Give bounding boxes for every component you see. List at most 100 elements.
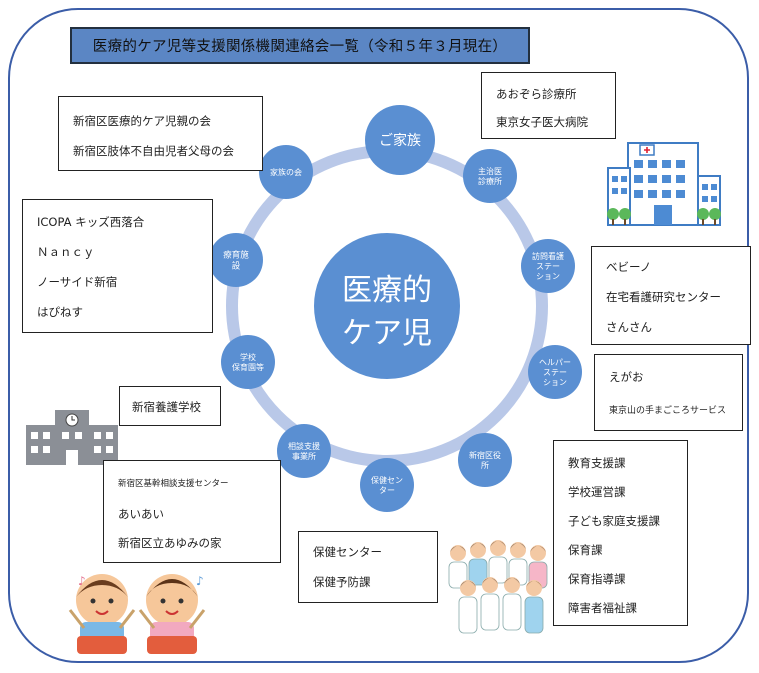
staff-figure-head [504, 577, 520, 593]
ring-node-family-assoc [259, 145, 313, 199]
helper-2: 東京山の手まごころサービス [609, 406, 727, 416]
children-drummers-illustration: ♪ ♪ [68, 574, 206, 654]
staff-figure-body [468, 558, 488, 586]
ring-node-clinic [463, 149, 517, 203]
staff-figure-hair [460, 581, 476, 587]
ring-nodes: ご家族主治医診療所訪問看護ステーションヘルパーステーション新宿区役所保健センター… [209, 105, 582, 512]
ring-node-rehab-label: 設 [232, 260, 241, 271]
parents-group-2: 新宿区肢体不自由児者父母の会 [73, 144, 234, 158]
consultation-1: 新宿区基幹相談支援センター [118, 479, 229, 489]
health-center-box: 保健センター 保健予防課 [298, 531, 438, 603]
ward-division-5: 保育指導課 [568, 572, 626, 586]
rehab-facility-4: はぴねす [37, 305, 83, 319]
health-center-2: 保健予防課 [313, 575, 371, 589]
staff-figure-head [470, 542, 486, 558]
ring-node-helper-label: ステー [543, 368, 567, 377]
ring-node-ward-office-label: 新宿区役 [469, 450, 501, 460]
ring-node-ward-office-label: 所 [481, 460, 489, 470]
rehab-facility-2: Ｎａｎｃｙ [37, 245, 95, 259]
staff-figure-hair [482, 578, 498, 584]
hospital-building-illustration [607, 142, 721, 226]
staff-figure-body [480, 593, 500, 631]
diagram-title: 医療的ケア児等支援関係機関連絡会一覧（令和５年３月現在） [70, 27, 530, 64]
health-center-1: 保健センター [313, 545, 382, 559]
hospitals-box: あおぞら診療所 東京女子医大病院 [481, 72, 616, 139]
ring-node-consultation-label: 相談支援 [288, 441, 320, 451]
center-label-line2: ケア児 [342, 316, 432, 351]
ring-node-helper-label: ヘルパー [539, 358, 571, 367]
staff-figure-body [502, 593, 522, 631]
ring-node-health-center-label: ター [379, 486, 395, 495]
staff-figure-body [448, 561, 468, 589]
hospital-2: 東京女子医大病院 [496, 115, 588, 129]
ring-node-rehab-label: 療育施 [223, 249, 249, 260]
ring-node-health-center [360, 458, 414, 512]
staff-figure-hair [470, 543, 486, 549]
ward-office-box: 教育支援課 学校運営課 子ども家庭支援課 保育課 保育指導課 障害者福祉課 [553, 440, 688, 626]
staff-figure-hair [450, 546, 466, 552]
ring-node-visiting-nursing-label: 訪問看護 [532, 251, 564, 261]
ring-node-clinic-label: 診療所 [478, 176, 502, 186]
visiting-nursing-1: ベビーノ [606, 260, 652, 274]
staff-figure-head [526, 580, 542, 596]
visiting-nursing-3: さんさん [606, 320, 652, 334]
school-name: 新宿養護学校 [132, 400, 201, 414]
staff-figure-head [460, 580, 476, 596]
rehab-facility-3: ノーサイド新宿 [37, 275, 118, 289]
staff-figure-head [510, 542, 526, 558]
rehab-facility-1: ICOPA キッズ西落合 [37, 215, 145, 229]
staff-figure-hair [530, 546, 546, 552]
staff-figure-head [530, 545, 546, 561]
ring-node-clinic-label: 主治医 [478, 166, 502, 176]
ward-division-6: 障害者福祉課 [568, 601, 637, 615]
ward-division-2: 学校運営課 [568, 485, 626, 499]
ring-node-visiting-nursing-label: ション [536, 272, 560, 281]
staff-figure-head [450, 545, 466, 561]
ring-node-ward-office [458, 433, 512, 487]
consultation-2: あいあい [118, 507, 164, 521]
ring-node-family-assoc-label: 家族の会 [270, 167, 302, 177]
staff-figure-hair [510, 543, 526, 549]
hospital-1: あおぞら診療所 [496, 87, 577, 101]
ring-node-visiting-nursing [521, 239, 575, 293]
helper-1: えがお [609, 370, 644, 384]
staff-figure-body [488, 556, 508, 584]
ring-node-family-label: ご家族 [379, 132, 421, 149]
parents-groups-box: 新宿区医療的ケア児親の会 新宿区肢体不自由児者父母の会 [58, 96, 263, 171]
ward-division-3: 子ども家庭支援課 [568, 514, 660, 528]
staff-figure-hair [490, 541, 506, 547]
staff-figure-head [482, 577, 498, 593]
staff-figure-body [458, 596, 478, 634]
rehab-facilities-box: ICOPA キッズ西落合 Ｎａｎｃｙ ノーサイド新宿 はぴねす [22, 199, 213, 333]
ring-node-consultation-label: 事業所 [292, 451, 316, 461]
center-circle [314, 233, 460, 379]
center-label-line1: 医療的 [342, 273, 432, 308]
title-text: 医療的ケア児等支援関係機関連絡会一覧（令和５年３月現在） [92, 39, 508, 55]
staff-figure-body [524, 596, 544, 634]
visiting-nursing-2: 在宅看護研究センター [606, 290, 721, 304]
ring-node-rehab [209, 233, 263, 287]
staff-figure-head [490, 540, 506, 556]
staff-figure-hair [526, 581, 542, 587]
medical-staff-group-illustration [448, 540, 548, 634]
ring-node-school [221, 335, 275, 389]
svg-text:♪: ♪ [78, 574, 86, 588]
helper-box: えがお 東京山の手まごころサービス [594, 354, 743, 431]
consultation-box: 新宿区基幹相談支援センター あいあい 新宿区立あゆみの家 [103, 460, 281, 563]
ring-node-consultation [277, 424, 331, 478]
ring-node-health-center-label: 保健セン [371, 475, 403, 485]
school-box: 新宿養護学校 [119, 386, 221, 426]
ring-node-school-label: 学校 [240, 352, 256, 362]
svg-text:♪: ♪ [196, 574, 204, 588]
ring-node-family [365, 105, 435, 175]
visiting-nursing-box: ベビーノ 在宅看護研究センター さんさん [591, 246, 751, 345]
school-building-illustration [26, 410, 118, 465]
ward-division-1: 教育支援課 [568, 456, 626, 470]
parents-group-1: 新宿区医療的ケア児親の会 [73, 114, 211, 128]
consultation-3: 新宿区立あゆみの家 [118, 536, 222, 550]
ward-division-4: 保育課 [568, 543, 603, 557]
ring-node-visiting-nursing-label: ステー [536, 262, 560, 271]
ring-node-school-label: 保育園等 [232, 362, 264, 372]
ring-node-helper [528, 345, 582, 399]
